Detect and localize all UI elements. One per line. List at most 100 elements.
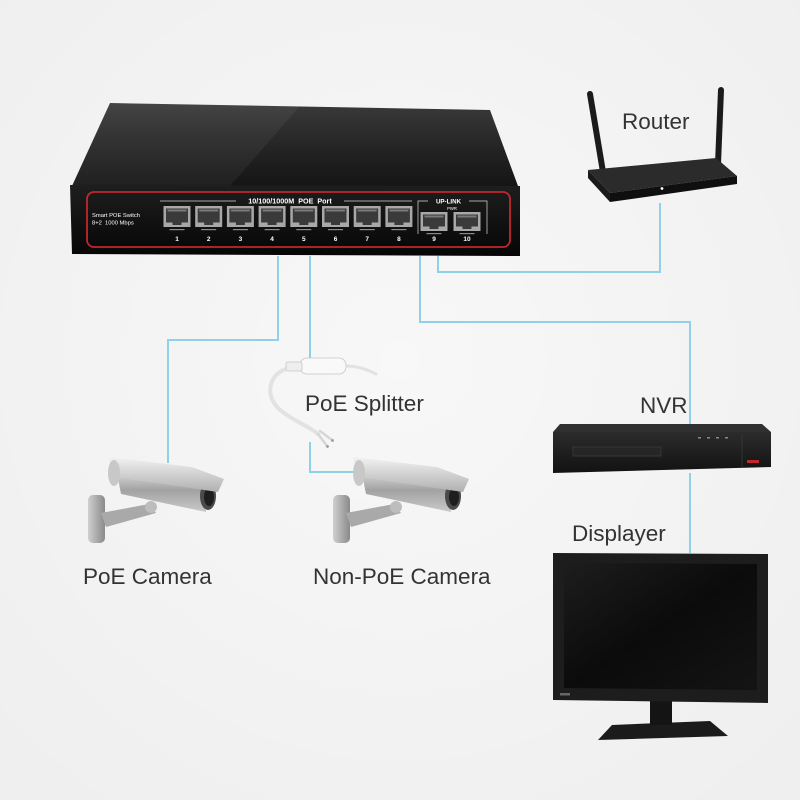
rj45-port: 1 <box>163 206 191 243</box>
poe-camera-label: PoE Camera <box>83 564 212 589</box>
rj45-port: 10 <box>453 212 481 243</box>
port-contacts <box>262 209 282 212</box>
rj45-port: 2 <box>195 206 223 243</box>
port-socket <box>387 208 410 223</box>
switch-front-trim <box>86 191 511 248</box>
port-socket <box>261 208 284 223</box>
port-socket <box>356 208 379 223</box>
camera-wall-plate <box>333 495 350 543</box>
rj45-port: 6 <box>322 206 349 243</box>
wire-splitter-camera <box>309 442 360 473</box>
port-number: 5 <box>302 236 306 243</box>
display-screen <box>564 563 757 690</box>
port-led-strip <box>296 229 312 231</box>
port-socket <box>166 208 188 223</box>
wire-switch-nvr <box>419 256 691 424</box>
port-latch-notch <box>235 222 245 225</box>
port-latch-notch <box>394 222 404 225</box>
non-poe-camera-label: Non-PoE Camera <box>313 564 491 589</box>
port-contacts <box>457 215 477 218</box>
splitter-dc-wire-a <box>316 432 329 448</box>
non-poe-camera <box>333 457 469 543</box>
rj45-port: 4 <box>258 206 286 243</box>
rj45-port: 8 <box>385 206 413 243</box>
port-number: 10 <box>463 236 471 243</box>
nvr <box>553 424 771 473</box>
camera-lens <box>449 488 459 506</box>
display-logo <box>560 693 570 696</box>
router-antenna-right <box>715 87 724 167</box>
port-contacts <box>357 209 377 212</box>
port-latch-notch <box>462 226 472 229</box>
nvr-indicator-1 <box>698 437 701 439</box>
nvr-brand-badge <box>747 460 759 463</box>
uplink-label: UP-LINK <box>436 199 462 206</box>
switch-model-line1: Smart POE Switch <box>92 213 140 219</box>
switch-top-face <box>72 103 518 186</box>
poe-camera <box>88 457 224 543</box>
port-led-strip <box>201 229 217 231</box>
router-front-face <box>610 176 737 202</box>
splitter-output-cable <box>268 366 320 436</box>
splitter-dc-wire-b <box>318 429 334 442</box>
port-latch-notch <box>172 222 182 225</box>
port-led-strip <box>169 229 185 231</box>
rj45-port: 3 <box>226 206 254 243</box>
port-latch-notch <box>429 226 439 229</box>
port-socket <box>229 208 252 223</box>
rj45-port: 7 <box>353 206 381 243</box>
camera-mount-arm <box>101 504 156 527</box>
port-socket <box>197 208 220 223</box>
poe-switch: Smart POE Switch 8+2 1000 Mbps 10/100/10… <box>70 103 520 256</box>
nvr-top-face <box>553 424 771 432</box>
port-led-strip <box>232 229 248 231</box>
splitter-input-cable <box>342 364 378 376</box>
uplink-frame <box>417 200 488 234</box>
splitter-wire-tip-a <box>326 445 329 448</box>
port-latch-notch <box>204 222 214 225</box>
poe-splitter-label: PoE Splitter <box>305 391 424 416</box>
router-label: Router <box>622 109 690 134</box>
port-contacts <box>424 215 444 218</box>
port-latch-notch <box>267 222 277 225</box>
rj45-port: 5 <box>290 206 318 243</box>
splitter-wire-tip-b <box>331 439 334 442</box>
pwr-label: PWR <box>447 206 457 211</box>
port-number: 8 <box>397 236 401 243</box>
splitter-connector <box>285 361 303 372</box>
nvr-indicator-4 <box>725 437 728 439</box>
camera-rear-cap <box>353 460 365 486</box>
router-side-face <box>588 170 610 202</box>
wire-switch-router <box>437 203 661 273</box>
port-contacts <box>230 209 250 212</box>
port-contacts <box>294 209 314 212</box>
camera-wall-plate <box>88 495 105 543</box>
port-led-strip <box>264 229 280 231</box>
nvr-label: NVR <box>640 393 688 418</box>
router-top-face <box>588 158 737 193</box>
nvr-disc-slot <box>572 446 662 457</box>
display-base <box>598 721 728 740</box>
port-group-label: 10/100/1000M POE Port <box>248 197 332 206</box>
camera-lens <box>204 488 214 506</box>
camera-sunshade <box>108 457 224 492</box>
port-number: 6 <box>334 236 338 243</box>
port-latch-notch <box>331 222 340 225</box>
port-socket <box>292 208 315 223</box>
router <box>587 87 737 202</box>
router-status-light <box>660 187 664 190</box>
port-number: 4 <box>270 236 274 243</box>
camera-mount-arm <box>346 504 401 527</box>
port-number: 2 <box>207 236 211 243</box>
port-contacts <box>199 209 219 212</box>
switch-model-line2: 8+2 1000 Mbps <box>92 221 134 227</box>
port-led-strip <box>426 233 442 235</box>
port-latch-notch <box>299 222 309 225</box>
port-number: 3 <box>239 236 243 243</box>
displayer <box>553 553 768 740</box>
camera-sunshade <box>353 457 469 492</box>
port-contacts <box>389 209 409 212</box>
display-neck <box>650 698 672 725</box>
rj45-port: 9 <box>420 212 448 243</box>
